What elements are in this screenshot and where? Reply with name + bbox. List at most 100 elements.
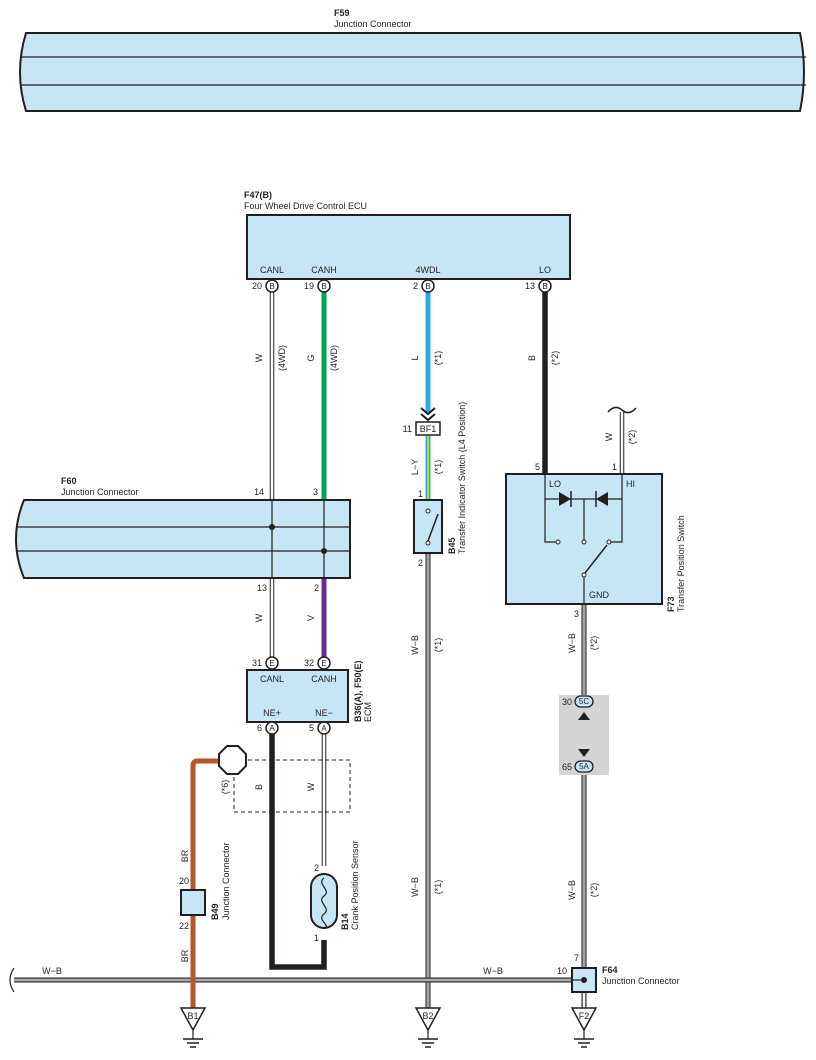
b14-name: Crank Position Sensor [350, 840, 360, 930]
f60-junction-connector: F60 Junction Connector 14 3 13 2 [15, 476, 351, 593]
svg-text:5: 5 [309, 723, 314, 733]
pin-5c-number: 30 [562, 697, 572, 707]
f64-name-line: Junction Connector [602, 976, 680, 986]
svg-text:A: A [321, 724, 327, 733]
b49-pin-top: 20 [179, 876, 189, 886]
b45-pin-bottom: 2 [418, 558, 423, 568]
wire-label-4wdl-color: L [410, 355, 420, 360]
wire-label-shield-upper: BR [180, 849, 190, 862]
wire-label-canh-color: G [306, 354, 316, 361]
f47-terminal-lo: LO [539, 265, 551, 275]
wires [9, 292, 625, 1008]
arrow-down-5a [578, 749, 590, 757]
wire-ground-bus [9, 967, 572, 993]
f59-id: F59 [334, 8, 350, 18]
wire-label-ly-note: (*1) [433, 460, 443, 475]
svg-text:E: E [321, 659, 326, 668]
ground-f2-label: F2 [579, 1011, 590, 1021]
ground-f2: F2 [570, 1007, 598, 1048]
svg-text:A: A [269, 724, 275, 733]
wire-label-lo-color: B [527, 355, 537, 361]
svg-text:5A: 5A [579, 762, 589, 771]
svg-text:B: B [269, 282, 274, 291]
f59-name: Junction Connector [334, 19, 412, 29]
b14-id: B14 [340, 913, 350, 930]
f64-junction-connector: 7 10 F64 Junction Connector [557, 953, 680, 993]
wire-label-canl-note: (4WD) [277, 345, 287, 371]
arrow-up-5c [578, 712, 590, 720]
ecm-terminal-canl: CANL [260, 674, 284, 684]
f73-pin-gnd: 3 [574, 609, 579, 619]
pin-5c: 5C 30 [562, 695, 594, 708]
f64-pin-top: 7 [574, 953, 579, 963]
f47-pin-canl: B 20 [252, 279, 279, 293]
svg-text:E: E [269, 659, 274, 668]
ecm-terminal-ne-minus: NE− [315, 708, 333, 718]
ground-b1: B1 [179, 1007, 207, 1048]
b45-pin-top: 1 [418, 489, 423, 499]
wire-label-ground-right: W−B [483, 966, 503, 976]
f73-terminal-hi: HI [626, 479, 635, 489]
ecm-pin-31: E 31 [252, 656, 279, 670]
f73-terminal-gnd: GND [589, 590, 610, 600]
junction-5c-5a: 5C 30 5A 65 [559, 695, 609, 775]
wire-label-b45-gnd-lower-note: (*1) [433, 880, 443, 895]
ecm-pin-5: A 5 [309, 721, 331, 735]
b49-junction-connector: 20 22 B49 Junction Connector BR BR [179, 842, 231, 962]
svg-text:31: 31 [252, 658, 262, 668]
wire-label-ly-color: L−Y [410, 459, 420, 475]
wire-label-f73-gnd-lower-note: (*2) [589, 883, 599, 898]
b14-pin-top: 2 [314, 863, 319, 873]
wire-label-canh-note: (4WD) [329, 345, 339, 371]
f73-diode-circuit [544, 474, 623, 604]
f73-terminal-lo: LO [549, 479, 561, 489]
wire-label-canh-lower: V [306, 615, 316, 621]
shield-joint-octagon [218, 745, 247, 775]
wire-label-shield-note: (*6) [220, 780, 230, 795]
wire-label-canl-color: W [254, 353, 264, 362]
f73-name: Transfer Position Switch [676, 515, 686, 612]
f47-pin-canh-number: 19 [304, 281, 314, 291]
f60-id: F60 [61, 476, 77, 486]
ground-b2: B2 [414, 1007, 442, 1048]
wire-ne-plus-black [269, 732, 327, 970]
ecm-pin-32: E 32 [304, 656, 331, 670]
f60-name: Junction Connector [61, 487, 139, 497]
ecm-terminal-canh: CANH [311, 674, 337, 684]
ecm-name: ECM [363, 702, 373, 722]
wire-label-ground-left: W−B [42, 966, 62, 976]
f47-pin-canl-number: 20 [252, 281, 262, 291]
wire-label-b45-gnd-upper: W−B [410, 635, 420, 655]
svg-text:5C: 5C [579, 697, 589, 706]
wire-label-b45-gnd-lower: W−B [410, 877, 420, 897]
f60-pin-2: 2 [314, 583, 319, 593]
wire-label-b45-gnd-upper-note: (*1) [433, 638, 443, 653]
f47-four-wheel-drive-ecu: F47(B) Four Wheel Drive Control ECU CANL… [244, 190, 571, 293]
wire-label-ne-plus: B [254, 784, 264, 790]
f47-terminal-canh: CANH [311, 265, 337, 275]
wire-label-ne-minus: W [306, 782, 316, 791]
svg-text:B: B [542, 282, 547, 291]
ground-b1-label: B1 [187, 1011, 198, 1021]
b45-name: Transfer Indicator Switch (L4 Position) [457, 402, 467, 554]
f73-pin-lo: 5 [535, 462, 540, 472]
bf1-pin: 11 [403, 424, 412, 434]
f60-pin-13: 13 [257, 583, 267, 593]
f47-pin-lo-number: 13 [525, 281, 535, 291]
f60-pin-14: 14 [254, 487, 264, 497]
upper-wire-labels: W (4WD) G (4WD) L (*1) B (*2) W (*2) L−Y… [254, 345, 637, 475]
f47-pin-lo: B 13 [525, 279, 552, 293]
wire-label-f73-gnd-lower: W−B [567, 880, 577, 900]
b14-pin-bottom: 1 [314, 933, 319, 943]
svg-text:B: B [321, 282, 326, 291]
ecm-terminal-ne-plus: NE+ [263, 708, 281, 718]
f47-terminal-4wdl: 4WDL [415, 265, 440, 275]
f47-terminal-canl: CANL [260, 265, 284, 275]
f47-name: Four Wheel Drive Control ECU [244, 201, 367, 211]
f60-pin-3: 3 [313, 487, 318, 497]
ecm-pin-6: A 6 [257, 721, 279, 735]
svg-text:32: 32 [304, 658, 314, 668]
svg-text:6: 6 [257, 723, 262, 733]
f47-pin-4wdl-number: 2 [413, 281, 418, 291]
